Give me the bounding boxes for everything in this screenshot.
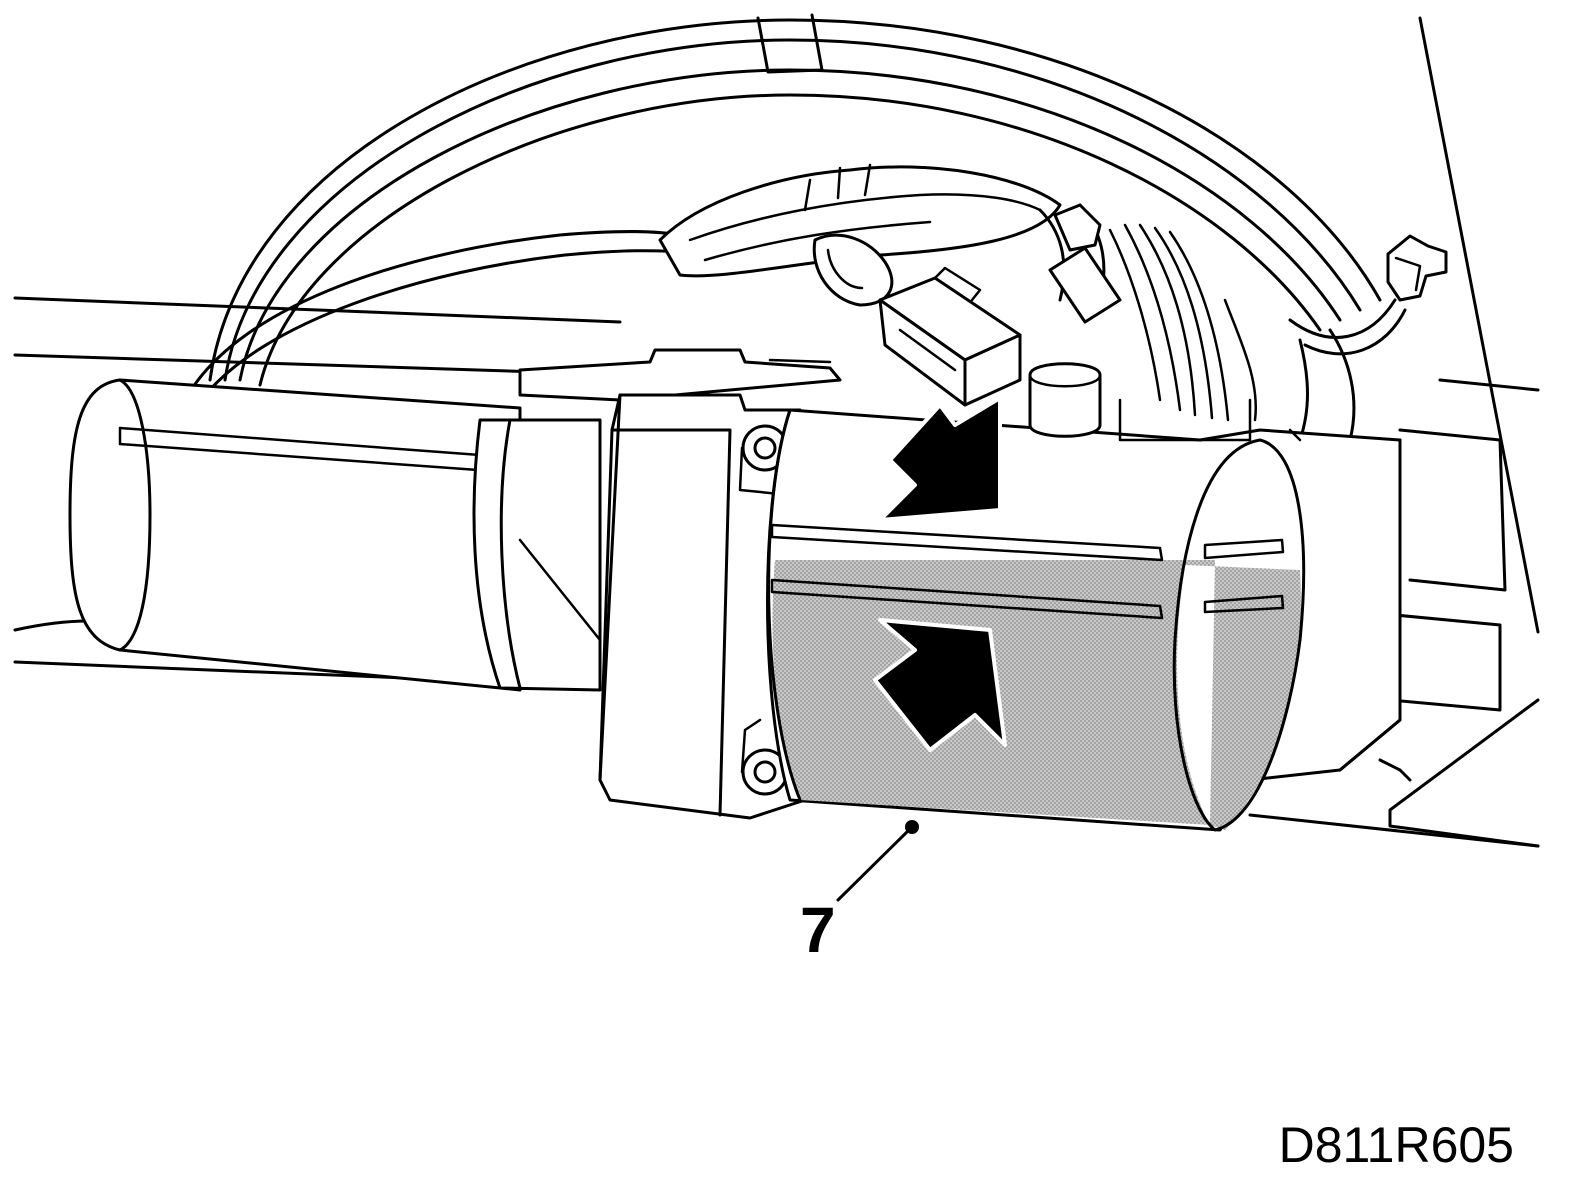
control-unit — [766, 362, 1402, 832]
mounting-flange — [598, 393, 814, 820]
motor-bracket — [518, 348, 842, 402]
connector-cluster — [658, 163, 1257, 422]
figure-code: D811R605 — [1278, 1117, 1514, 1173]
motor-housing — [68, 378, 602, 692]
indicator-arrow-lower — [873, 618, 1007, 752]
indicator-arrow-upper — [878, 396, 1002, 522]
body-panel-lines — [13, 16, 1540, 848]
callout-leader-7 — [836, 820, 919, 902]
callout-label-7: 7 — [800, 894, 836, 966]
wiring-harness — [183, 13, 1407, 442]
push-pin-clip — [1386, 234, 1448, 302]
